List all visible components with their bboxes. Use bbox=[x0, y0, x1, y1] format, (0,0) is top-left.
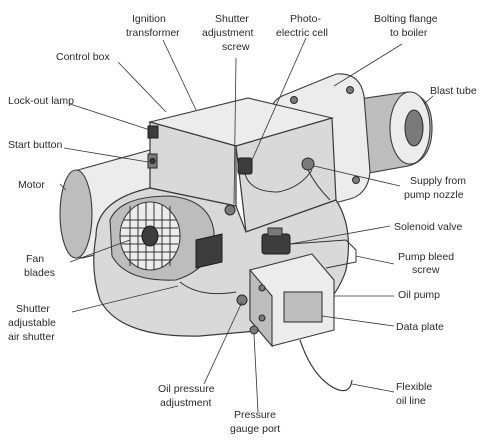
leader-lines bbox=[59, 37, 434, 413]
label-blast-tube: Blast tube bbox=[430, 85, 477, 97]
label-bolting-flange: Bolting flange to boiler bbox=[374, 13, 441, 39]
label-pressure-gauge-port: Pressure gauge port bbox=[230, 409, 280, 435]
oil-pump bbox=[249, 253, 335, 348]
label-shutter-adjustable-air-shutter: Shutter adjustable air shutter bbox=[8, 303, 59, 343]
pressure-gauge-port bbox=[249, 325, 259, 335]
photo-electric-cell bbox=[237, 157, 313, 193]
label-oil-pressure-adjustment: Oil pressure adjustment bbox=[158, 383, 218, 409]
solenoid-valve bbox=[261, 227, 291, 255]
label-shutter-adjustment-screw: Shutter adjustment screw bbox=[202, 13, 256, 53]
label-solenoid-valve: Solenoid valve bbox=[394, 221, 462, 233]
label-start-button: Start button bbox=[8, 139, 62, 151]
label-control-box: Control box bbox=[56, 51, 110, 63]
label-pump-bleed-screw: Pump bleed screw bbox=[398, 251, 457, 276]
fan-blades bbox=[119, 201, 181, 271]
pump-nozzle-supply bbox=[301, 157, 331, 201]
label-oil-pump: Oil pump bbox=[398, 289, 440, 301]
bleed-pipe bbox=[289, 239, 357, 269]
data-plate bbox=[283, 291, 323, 323]
oil-pressure-adjustment bbox=[236, 294, 248, 306]
label-data-plate: Data plate bbox=[396, 321, 444, 333]
start-button bbox=[147, 153, 158, 169]
label-supply-from-pump-nozzle: Supply from pump nozzle bbox=[404, 175, 469, 201]
label-photo-electric-cell: Photo- electric cell bbox=[276, 13, 328, 39]
lock-out-lamp bbox=[147, 125, 159, 139]
label-fan-blades: Fan blades bbox=[24, 253, 55, 279]
label-motor: Motor bbox=[18, 179, 45, 191]
label-ignition-transformer: Ignition transformer bbox=[126, 13, 180, 39]
label-lock-out-lamp: Lock-out lamp bbox=[8, 95, 74, 107]
blast-tube bbox=[351, 91, 433, 177]
shutter-adjustment-screw bbox=[224, 204, 236, 216]
labels: Ignition transformer Shutter adjustment … bbox=[8, 13, 477, 435]
label-flexible-oil-line: Flexible oil line bbox=[396, 381, 435, 407]
